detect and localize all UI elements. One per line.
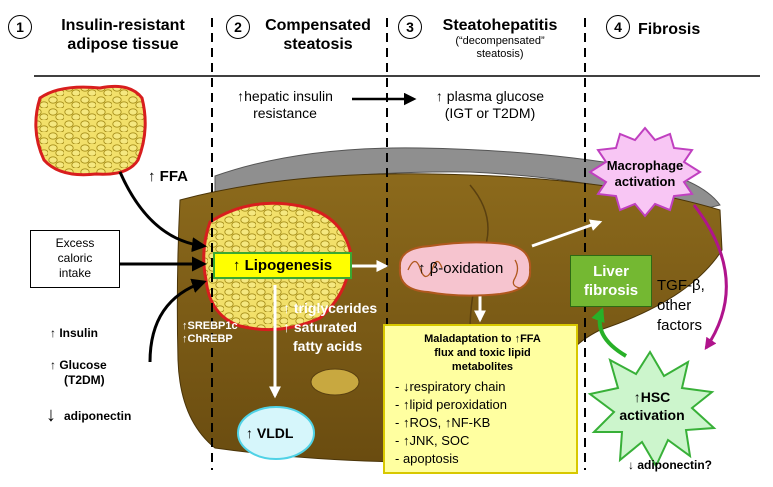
excess-line3: intake: [58, 266, 92, 280]
tg-line1: ↑ triglycerides: [283, 300, 378, 316]
maladaptation-item: - apoptosis: [395, 451, 459, 466]
excess-line2: caloric: [57, 251, 93, 265]
stage-3-sub1: (“decompensated”: [455, 35, 545, 47]
stage-1-title: Insulin-resistant adipose tissue: [39, 16, 207, 54]
vldl-ellipse: [237, 406, 315, 460]
hepatic-insulin-resistance: ↑hepatic insulin resistance: [220, 88, 350, 122]
adipose-tissue-top: [34, 84, 147, 177]
gallbladder: [310, 368, 360, 396]
macrophage-star: [588, 126, 702, 218]
triglycerides-label: ↑ triglycerides ↑ saturated fatty acids: [283, 299, 377, 356]
maladaptation-list: - ↓respiratory chain - ↑lipid peroxidati…: [395, 378, 570, 468]
stage-2-title: Compensated steatosis: [254, 16, 382, 54]
excess-line1: Excess: [55, 236, 95, 250]
plasma-line1: ↑ plasma glucose: [435, 88, 545, 104]
adiponectin-down-arrow: ↓: [46, 404, 56, 426]
stage-3-number: 3: [398, 15, 422, 39]
tgf-beta-label: TGF-β, other factors: [657, 276, 705, 336]
maladaptation-title: Maladaptation to ↑FFA flux and toxic lip…: [395, 332, 570, 374]
liver-top-surface: [214, 147, 721, 211]
macrophage-line1: Macrophage: [606, 158, 684, 173]
macrophage-line2: activation: [614, 174, 676, 189]
hepatic-line2: resistance: [253, 105, 317, 121]
plasma-glucose: ↑ plasma glucose (IGT or T2DM): [420, 88, 560, 122]
vldl-label: ↑ VLDL: [246, 425, 294, 441]
stage-1-line1: Insulin-resistant: [61, 17, 185, 34]
tgf-line3: factors: [657, 317, 703, 334]
maladaptation-item: - ↑ROS, ↑NF-KB: [395, 415, 491, 430]
hsc-label: ↑HSC activation: [612, 388, 692, 424]
excess-caloric-box: Excess caloric intake: [30, 230, 120, 288]
hsc-star: [587, 350, 717, 469]
stage-1-number: 1: [8, 15, 32, 39]
glucose-line2: (T2DM): [64, 373, 105, 387]
maladaptation-box: Maladaptation to ↑FFA flux and toxic lip…: [383, 324, 578, 474]
maladaptation-title-1: Maladaptation to ↑FFA: [424, 333, 541, 345]
maladaptation-item: - ↓respiratory chain: [395, 379, 506, 394]
stage-1-line2: adipose tissue: [67, 36, 179, 53]
chrebp-line: ↑ChREBP: [182, 333, 233, 345]
beta-oxidation-mitochondrion: [398, 241, 532, 297]
adiponectin-label: adiponectin: [64, 409, 132, 423]
glucose-line1: ↑ Glucose: [50, 358, 107, 372]
stage-2-line1: Compensated: [265, 17, 371, 34]
hsc-line2: activation: [619, 407, 685, 423]
stage-3-line1: Steatohepatitis: [442, 17, 558, 34]
tgf-line2: other: [657, 297, 692, 314]
beta-oxidation-label: ↑ β-oxidation: [418, 260, 504, 277]
maladaptation-title-2: flux and toxic lipid: [434, 347, 531, 359]
maladaptation-item: - ↑lipid peroxidation: [395, 397, 508, 412]
insulin-label: ↑ Insulin: [50, 326, 98, 340]
adiponectin-question-label: ↓ adiponectin?: [628, 458, 712, 472]
tg-line2: ↑ saturated: [283, 319, 357, 335]
stage-2-line2: steatosis: [283, 36, 353, 53]
srebp-label: ↑SREBP1c ↑ChREBP: [182, 320, 238, 346]
macrophage-label: Macrophage activation: [600, 158, 690, 190]
stage-2-number: 2: [226, 15, 250, 39]
srebp-line: ↑SREBP1c: [182, 320, 238, 332]
arrow-insulin-glucose-to-liver: [148, 278, 207, 363]
tgf-line1: TGF-β,: [657, 277, 705, 294]
lipogenesis-box: ↑ Lipogenesis: [213, 252, 352, 279]
ffa-label: ↑ FFA: [148, 168, 188, 185]
liver-fibrosis-box: Liver fibrosis: [570, 255, 652, 307]
arrow-beta-to-macrophage: [531, 219, 603, 248]
stage-4-title: Fibrosis: [638, 21, 701, 38]
stage-4-number: 4: [606, 15, 630, 39]
tg-line3: fatty acids: [293, 338, 363, 354]
mitochondrion-cristae: [407, 259, 521, 289]
liver-fibrosis-line1: Liver: [593, 263, 629, 280]
hsc-line1: ↑HSC: [633, 389, 671, 405]
stage-3-sub2: steatosis): [476, 48, 524, 60]
liver-fibrosis-line2: fibrosis: [583, 282, 639, 299]
hepatic-line1: ↑hepatic insulin: [237, 88, 333, 104]
arrow-hsc-to-fibrosis: [591, 307, 628, 358]
stage-3-title: Steatohepatitis (“decompensated” steatos…: [424, 16, 576, 61]
plasma-line2: (IGT or T2DM): [444, 105, 536, 121]
glucose-label: ↑ Glucose (T2DM): [50, 358, 107, 388]
maladaptation-item: - ↑JNK, SOC: [395, 433, 470, 448]
arrow-ffa-to-liver: [118, 171, 207, 253]
maladaptation-title-3: metabolites: [451, 361, 514, 373]
arrow-macrophage-to-hsc: [692, 204, 728, 350]
